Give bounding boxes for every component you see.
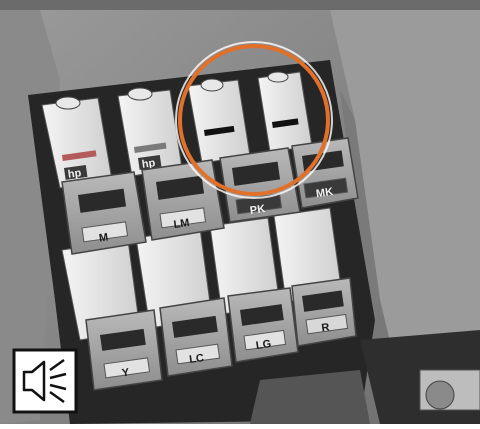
bottom-border — [0, 424, 480, 429]
label-m: M — [98, 231, 109, 244]
label-lm: LM — [173, 217, 190, 231]
label-lg: LG — [255, 338, 272, 352]
label-mk: MK — [315, 186, 334, 200]
label-lc: LC — [188, 352, 204, 366]
top-border — [0, 0, 480, 10]
label-r: R — [321, 322, 331, 335]
speaker-sound-icon[interactable] — [14, 350, 76, 412]
label-pk: PK — [249, 203, 266, 217]
